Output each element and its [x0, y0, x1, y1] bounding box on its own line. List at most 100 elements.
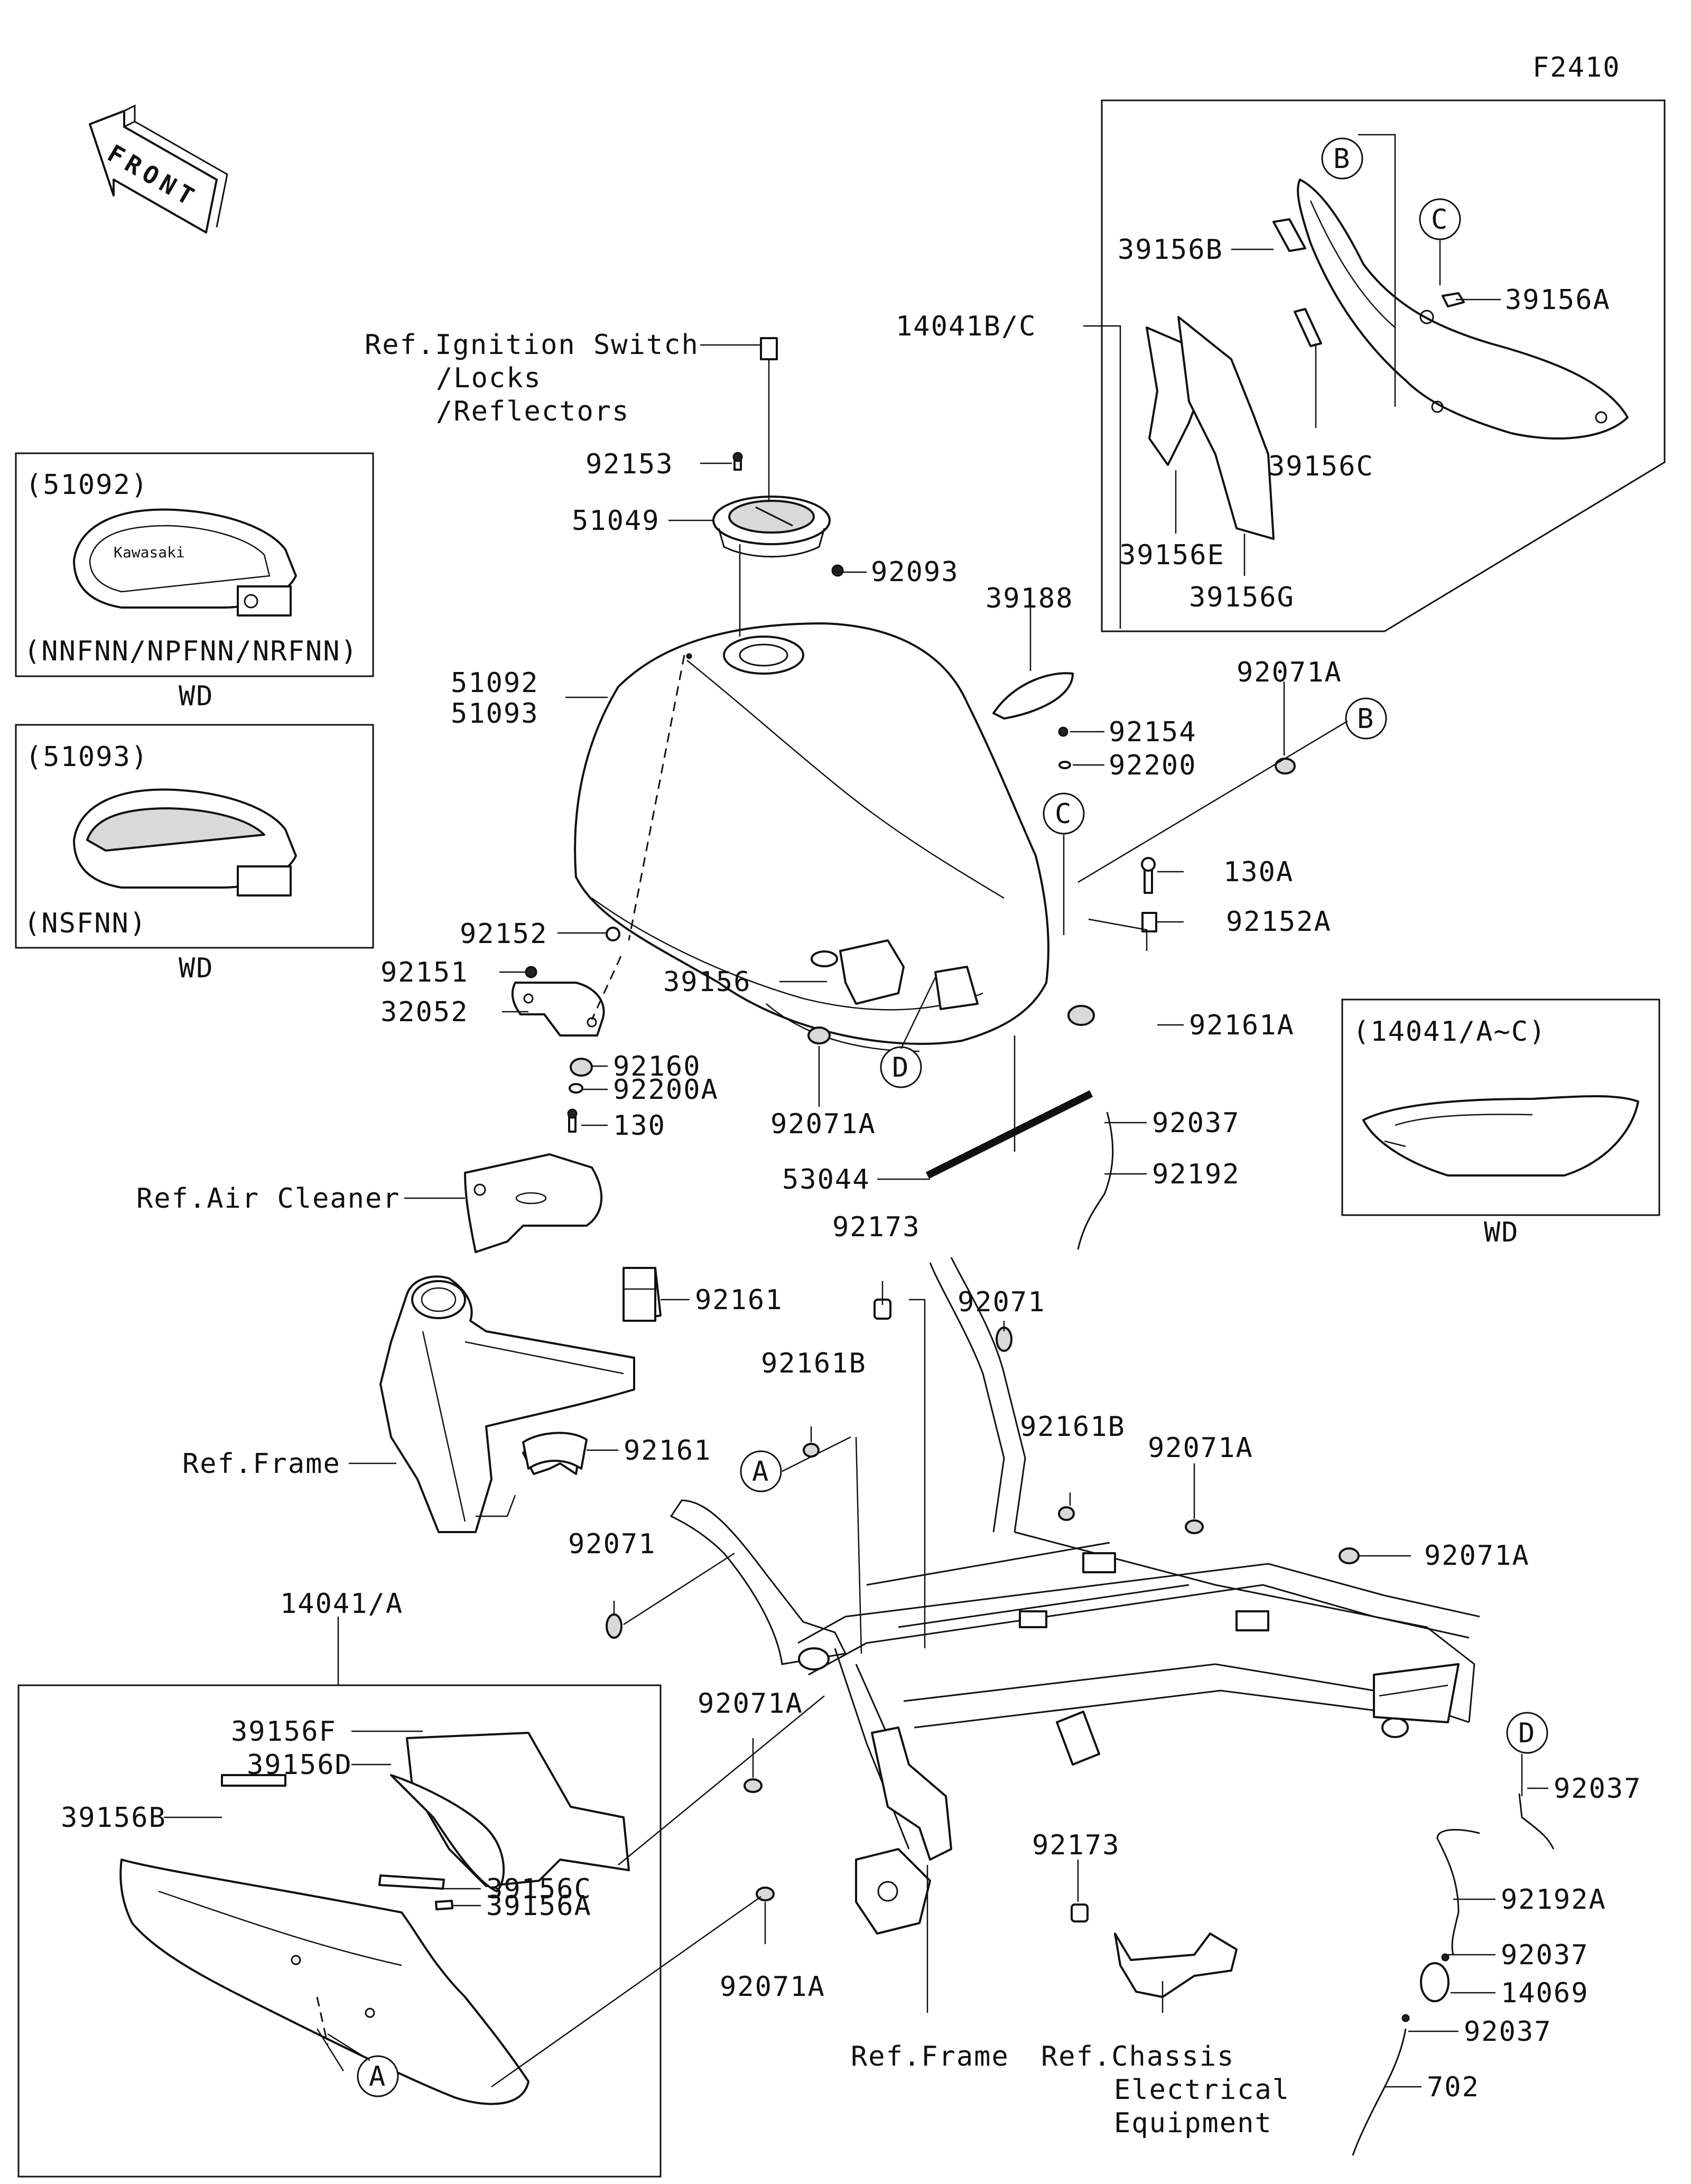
svg-text:A: A [752, 1456, 769, 1488]
label-39156c-top: 39156C [1268, 451, 1374, 482]
label-39156b-low: 39156B [61, 1802, 166, 1834]
label-92161a: 92161A [1189, 1010, 1295, 1041]
inset-51093-code: (51093) [25, 741, 148, 773]
inset-51092-caption: WD [179, 680, 214, 712]
label-92093: 92093 [871, 556, 959, 588]
label-39156a-top: 39156A [1505, 284, 1611, 316]
ref-chassis-line2: Electrical [1114, 2074, 1290, 2106]
frame-rubber-icons [522, 1267, 1360, 1901]
label-92161-top: 92161 [695, 1284, 783, 1316]
label-39188: 39188 [986, 583, 1074, 614]
label-702: 702 [1427, 2071, 1480, 2103]
label-92071a-top: 92071A [1237, 657, 1342, 688]
svg-text:C: C [1431, 204, 1448, 236]
screw-92153-icon [732, 452, 743, 471]
label-92173-top: 92173 [832, 1211, 921, 1243]
circle-ref-a-mid: A [740, 1450, 782, 1492]
main-frame [670, 1257, 1480, 1935]
label-92071a-low2: 92071A [720, 1971, 825, 2003]
ref-chassis-line1: Ref.Chassis [1041, 2041, 1234, 2073]
svg-text:A: A [369, 2061, 386, 2093]
fuel-tank [574, 622, 1049, 1052]
label-92037-r1: 92037 [1554, 1773, 1642, 1805]
label-53044: 53044 [782, 1164, 870, 1196]
inset-cover-caption: WD [1484, 1217, 1519, 1248]
bolt-92093-icon [831, 564, 844, 577]
inset-51092-code: (51092) [25, 469, 148, 501]
label-51092: 51092 [451, 667, 539, 699]
label-92200: 92200 [1109, 750, 1197, 781]
part-labels: Ref.Ignition Switch /Locks /Reflectors 9… [61, 234, 1642, 2139]
electrical-bracket [1071, 1903, 1238, 1998]
pad-39188 [992, 672, 1074, 720]
leader-lines [164, 134, 1548, 2088]
label-92037-r3: 92037 [1464, 2016, 1552, 2048]
inset-51092-models: (NNFNN/NPFNN/NRFNN) [24, 636, 358, 667]
ref-ignition-line2: /Locks [436, 362, 542, 394]
ref-ignition-line1: Ref.Ignition Switch [365, 329, 699, 361]
label-39156c-low: 39156C [486, 1873, 592, 1905]
circle-ref-d-mid: D [880, 1046, 922, 1088]
circle-ref-c-mid: C [1043, 792, 1085, 835]
label-92037-mid: 92037 [1152, 1107, 1240, 1139]
inset-tank-51092: (51092) Kawasaki (NNFNN/NPFNN/NRFNN) WD [15, 452, 374, 712]
label-92153: 92153 [586, 449, 674, 480]
inset-51092-logo: Kawasaki [114, 544, 185, 561]
circle-ref-a-low: A [357, 2055, 399, 2097]
rod-53044 [925, 1090, 1093, 1179]
label-92161b-left: 92161B [761, 1348, 867, 1379]
diagram-code: F2410 [1532, 52, 1621, 83]
inset-cover-code: (14041/A~C) [1353, 1016, 1546, 1048]
svg-text:C: C [1055, 798, 1072, 830]
frame-upper-left [379, 1267, 662, 1533]
label-92154: 92154 [1109, 716, 1197, 748]
svg-text:D: D [892, 1052, 909, 1084]
label-92192: 92192 [1152, 1159, 1240, 1190]
label-39156a-low: 39156A [486, 1890, 592, 1922]
label-14069: 14069 [1501, 1977, 1589, 2009]
inset-51093-caption: WD [179, 953, 214, 984]
label-92161-bot: 92161 [624, 1435, 712, 1467]
svg-text:B: B [1357, 703, 1374, 735]
label-130: 130 [613, 1110, 666, 1142]
label-92151: 92151 [380, 957, 469, 988]
fuel-hose-assembly [1352, 1793, 1555, 2156]
label-39156: 39156 [663, 966, 751, 998]
label-39156f: 39156F [231, 1716, 337, 1748]
inset-side-cover: (14041/A~C) WD [1341, 998, 1660, 1248]
label-39156d: 39156D [247, 1749, 352, 1781]
label-92152: 92152 [460, 918, 548, 950]
ref-frame-upper: Ref.Frame [182, 1448, 341, 1480]
fuel-cap [712, 496, 831, 558]
bracket-32052 [511, 927, 620, 1133]
label-14041a: 14041/A [280, 1588, 403, 1620]
label-51093: 51093 [451, 698, 539, 730]
label-130a: 130A [1223, 856, 1294, 888]
svg-text:D: D [1518, 1718, 1536, 1749]
ref-ignition-line3: /Reflectors [436, 396, 629, 427]
label-92192a: 92192A [1501, 1884, 1606, 1916]
side-cover-a-group [17, 1684, 662, 2178]
inset-51093-models: (NSFNN) [24, 908, 147, 939]
svg-text:B: B [1333, 143, 1351, 175]
label-92071a-frame: 92071A [1148, 1432, 1253, 1464]
label-39156g: 39156G [1189, 582, 1295, 613]
label-92161b-right: 92161B [1020, 1411, 1126, 1443]
inset-tank-51093: (51093) (NSFNN) WD [15, 724, 374, 984]
side-cover-bc-group [1101, 99, 1666, 632]
air-cleaner-ref [464, 1153, 603, 1253]
label-32052: 32052 [380, 996, 469, 1028]
label-14041bc: 14041B/C [896, 311, 1036, 342]
label-92173-bot: 92173 [1032, 1830, 1120, 1861]
ref-chassis-line3: Equipment [1114, 2107, 1272, 2139]
lock-screw-icon [760, 337, 778, 360]
circle-ref-d-right: D [1506, 1712, 1548, 1754]
label-92071a-right: 92071A [1424, 1540, 1530, 1572]
label-92071-right: 92071 [958, 1286, 1046, 1318]
label-92037-r2: 92037 [1501, 1939, 1589, 1971]
label-92071-left: 92071 [568, 1528, 656, 1560]
ref-air-cleaner: Ref.Air Cleaner [136, 1183, 401, 1215]
label-92160: 92160 [613, 1051, 701, 1082]
label-39156e: 39156E [1119, 539, 1225, 571]
